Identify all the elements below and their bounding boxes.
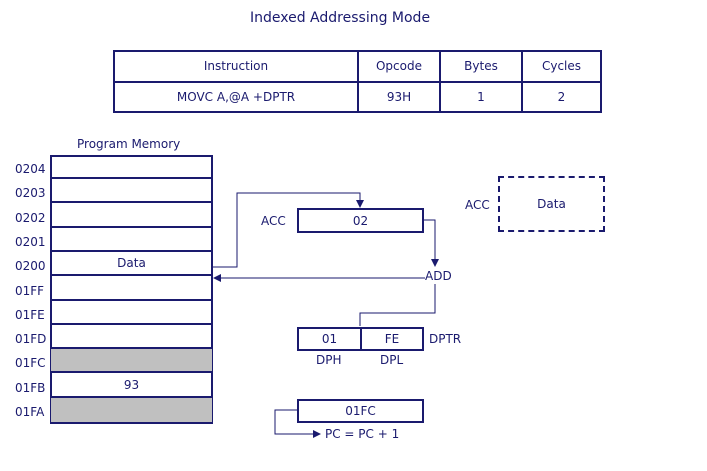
memory-cell: 93	[51, 374, 212, 398]
acc-label: ACC	[261, 214, 286, 228]
memory-cell	[51, 398, 212, 422]
memory-address: 01FB	[15, 381, 46, 395]
arrow-acc-to-add	[424, 219, 439, 267]
memory-cell	[51, 155, 212, 179]
header-bytes: Bytes	[439, 50, 523, 83]
page-title: Indexed Addressing Mode	[250, 10, 431, 26]
pc-update-label: PC = PC + 1	[325, 427, 400, 441]
acc-register: 02	[297, 208, 424, 233]
arrow-pc-loop	[274, 409, 321, 438]
memory-cell	[51, 349, 212, 373]
memory-address: 0203	[15, 186, 46, 200]
instruction-table: Instruction Opcode Bytes Cycles MOVC A,@…	[113, 50, 602, 113]
line-dptr-to-add	[359, 284, 436, 326]
dpl-register: FE	[360, 327, 424, 351]
program-memory-label: Program Memory	[77, 137, 181, 151]
pc-register: 01FC	[297, 399, 424, 423]
dpl-label: DPL	[380, 353, 404, 367]
table-header-row: Instruction Opcode Bytes Cycles	[113, 50, 602, 83]
result-acc-register: Data	[498, 176, 605, 232]
dph-register: 01	[297, 327, 362, 351]
memory-address: 0202	[15, 211, 46, 225]
header-cycles: Cycles	[521, 50, 602, 83]
memory-address: 01FE	[15, 308, 45, 322]
program-memory-frame	[50, 155, 213, 424]
memory-cell	[51, 228, 212, 252]
memory-address: 0201	[15, 235, 46, 249]
dph-label: DPH	[316, 353, 342, 367]
table-row: MOVC A,@A +DPTR 93H 1 2	[113, 80, 602, 113]
cell-instruction: MOVC A,@A +DPTR	[113, 80, 359, 113]
arrow-mem-to-acc	[212, 192, 364, 268]
result-acc-label: ACC	[465, 198, 490, 212]
memory-cell	[51, 325, 212, 349]
dptr-label: DPTR	[429, 332, 462, 346]
memory-cell	[51, 179, 212, 203]
memory-address: 0200	[15, 259, 46, 273]
memory-cell	[51, 277, 212, 301]
memory-address: 01FF	[15, 284, 45, 298]
adder-label: ADD	[425, 269, 452, 283]
memory-cell	[51, 301, 212, 325]
memory-cell: Data	[51, 252, 212, 276]
cell-opcode: 93H	[357, 80, 441, 113]
memory-cell	[51, 204, 212, 228]
cell-cycles: 2	[521, 80, 602, 113]
memory-address: 01FA	[15, 405, 45, 419]
memory-address: 0204	[15, 162, 46, 176]
memory-address: 01FC	[15, 356, 46, 370]
memory-address: 01FD	[15, 332, 47, 346]
cell-bytes: 1	[439, 80, 523, 113]
